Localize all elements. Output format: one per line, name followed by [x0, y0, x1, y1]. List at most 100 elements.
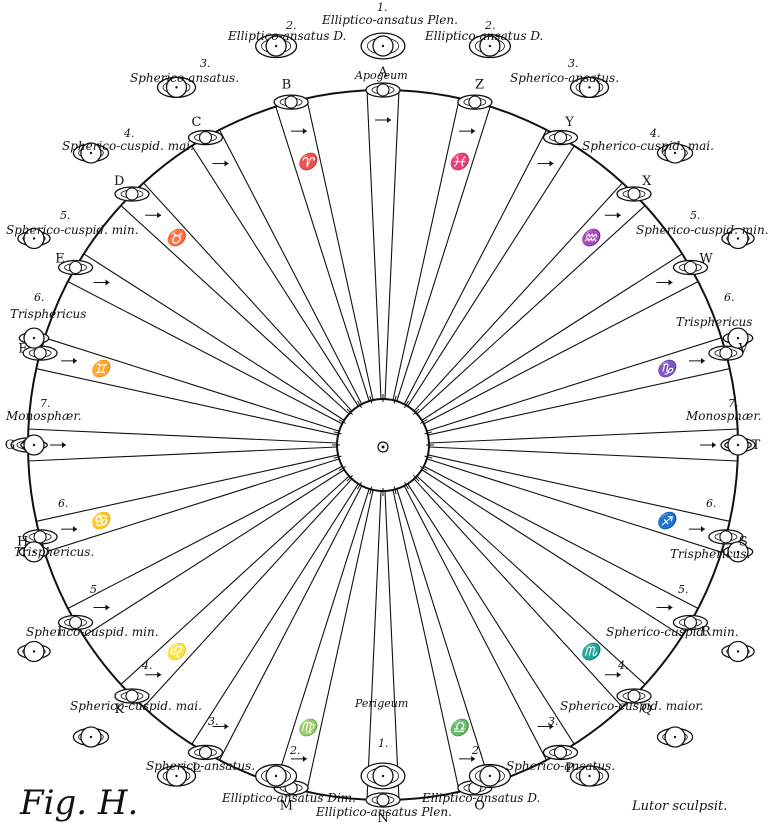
- saturn-appearance: [468, 763, 512, 789]
- saturn-appearance: [17, 640, 51, 663]
- orbit-ray-line: [413, 478, 624, 708]
- orbit-ray-line: [427, 454, 731, 522]
- position-letter-y: Y: [564, 115, 574, 130]
- inner-tick: [338, 466, 347, 471]
- motion-arrow-head: [224, 723, 229, 730]
- motion-arrow-head: [105, 279, 110, 286]
- orbit-ray-line: [407, 145, 575, 407]
- inner-tick: [404, 400, 409, 409]
- phase-num-lower-right-6: 6.: [706, 497, 717, 510]
- phase-num-bottom-left-2: 2.: [290, 744, 301, 757]
- inner-tick: [357, 400, 362, 409]
- phase-num-left-6: 6.: [34, 291, 45, 304]
- orbit-saturn: [57, 259, 94, 276]
- saturn-appearance: [724, 434, 752, 456]
- motion-arrow-head: [471, 128, 476, 135]
- inner-tick: [333, 455, 342, 459]
- phase-num-right-7: 7.: [728, 397, 739, 410]
- phase-label-bottom-right-2: Elliptico-ansatus D.: [422, 791, 541, 805]
- orbit-ray-line: [421, 253, 683, 421]
- perigee-label: Perigeum: [355, 697, 409, 710]
- saturn-appearance: [72, 142, 110, 164]
- orbit-ray-line: [191, 483, 359, 745]
- zodiac-sign: ♑: [656, 359, 679, 378]
- orbit-saturn: [22, 345, 58, 361]
- phase-num-lower-left-4: 4.: [142, 659, 153, 672]
- sun-symbol: [377, 441, 389, 453]
- orbit-ray-line: [392, 97, 460, 401]
- orbit-ray-line: [191, 145, 359, 407]
- orbit-ray-line: [218, 129, 363, 405]
- inner-tick: [413, 408, 420, 415]
- saturn-appearance: [18, 541, 50, 563]
- motion-arrow-head: [616, 212, 621, 219]
- inner-tick: [404, 481, 409, 490]
- orbit-ray-line: [428, 446, 739, 462]
- orbit-ray-line: [83, 253, 345, 421]
- zodiac-sign: ♉: [166, 228, 189, 247]
- phase-label-bottom-left-2: Elliptico-ansatus Dim.: [222, 791, 356, 805]
- motion-arrow-head: [302, 755, 307, 762]
- position-letter-b: B: [282, 78, 292, 93]
- orbit-ray-line: [384, 89, 400, 400]
- orbit-ray-line: [416, 475, 646, 686]
- saturn-appearance: [722, 541, 754, 563]
- orbit-ray-line: [306, 489, 374, 793]
- phase-label-top-left-2: Elliptico-ansatus D.: [228, 29, 347, 43]
- saturn-appearance: [721, 640, 755, 663]
- position-letter-k: K: [114, 702, 124, 717]
- orbit-saturn: [114, 186, 150, 202]
- saturn-appearance: [18, 327, 50, 349]
- phase-label-right-5: Spherico-cuspid. min.: [636, 223, 769, 237]
- orbit-ray-line: [27, 428, 338, 444]
- orbit-rays: [27, 89, 739, 801]
- apogee-label: Apogeum: [355, 69, 408, 82]
- inner-tick: [393, 486, 397, 495]
- phase-label-left-4: Spherico-cuspid. mai.: [62, 139, 194, 153]
- zodiac-sign: ♐: [656, 511, 679, 530]
- phase-label-lower-right-4: Spherico-cuspid. maior.: [560, 699, 704, 713]
- orbit-ray-line: [67, 465, 343, 610]
- engraver-credit: Lutor sculpsit.: [632, 799, 728, 814]
- position-letter-z: Z: [475, 78, 484, 93]
- orbit-ray-line: [416, 204, 646, 415]
- orbit-ray-line: [392, 489, 460, 793]
- position-letter-v: V: [738, 341, 749, 356]
- zodiac-sign: ♍: [297, 718, 320, 737]
- phase-num-bottom-center: 1.: [378, 737, 389, 750]
- phase-label-lower-left-3: Spherico-ansatus.: [146, 759, 256, 773]
- phase-label-bottom-center: Elliptico-ansatus Plen.: [316, 805, 452, 819]
- phase-num-right-6: 6.: [724, 291, 735, 304]
- position-letter-q: Q: [641, 702, 652, 717]
- saturn-appearance: [20, 434, 48, 456]
- zodiac-sign: ♌: [166, 642, 189, 661]
- phase-num-bottom-right-2: 2.: [472, 744, 483, 757]
- saturn-appearance: [656, 142, 694, 164]
- position-letter-l: L: [192, 761, 201, 776]
- phase-label-left-5: Spherico-cuspid. min.: [6, 223, 139, 237]
- saturn-appearance: [569, 76, 610, 99]
- orbit-saturn: [57, 614, 94, 631]
- orbit-ray-line: [35, 454, 339, 522]
- phase-num-left-7: 7.: [40, 397, 51, 410]
- zodiac-sign: ♋: [90, 511, 113, 530]
- motion-arrow-head: [157, 212, 162, 219]
- phase-label-lower-right-5: Spherico-cuspid. min.: [606, 625, 739, 639]
- orbit-ray-line: [423, 465, 699, 610]
- inner-tick: [413, 475, 420, 482]
- orbit-ray-line: [120, 204, 350, 415]
- phase-num-top-center: 1.: [377, 1, 388, 14]
- phase-label-lower-left-6: Trisphericus.: [14, 545, 95, 559]
- zodiac-signs: ♈♉♊♋♌♍♎♏♐♑♒♓: [90, 152, 679, 737]
- saturn-appearance: [254, 33, 298, 59]
- orbit-saturn: [365, 792, 401, 808]
- orbit-saturn: [616, 688, 652, 704]
- orbit-ray-line: [218, 485, 363, 761]
- position-letter-a: A: [377, 65, 388, 80]
- position-letter-r: R: [701, 625, 712, 640]
- phase-label-right-4: Spherico-cuspid. mai.: [582, 139, 714, 153]
- orbit-ray-line: [426, 458, 722, 553]
- outer-saturn-appearances: [17, 32, 755, 790]
- orbit-ray-line: [306, 97, 374, 401]
- phase-label-top-center: Elliptico-ansatus Plen.: [322, 13, 458, 27]
